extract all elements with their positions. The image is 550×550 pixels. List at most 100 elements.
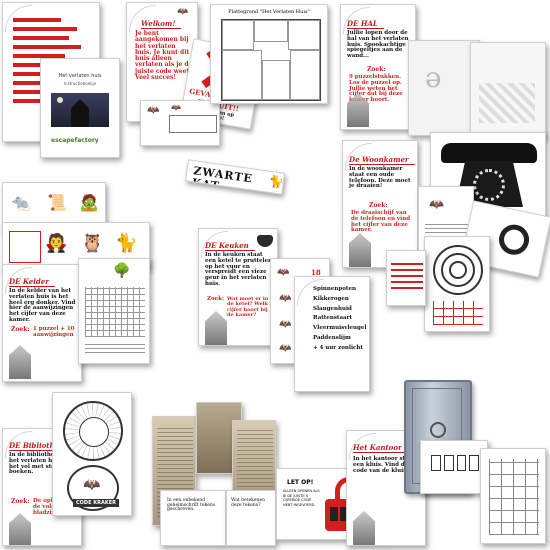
woonkamer-zoek-text: De draaischijf van de telefoon en vind h… (351, 210, 411, 234)
vampire-icon: 🧛 (45, 233, 68, 254)
keuken-body: In de keuken staat een ketel te pruttele… (205, 252, 273, 287)
haunted-house-image (51, 93, 109, 127)
ingredient-item: Rattenstaart (313, 315, 353, 322)
puzzle-lines (85, 341, 145, 356)
bibliotheek-title: DE Bibliotheek (9, 441, 75, 451)
bat-icon: 🦇 (429, 197, 444, 211)
floorplan (221, 19, 321, 101)
kelder-zoek-label: Zoek: (11, 326, 30, 333)
woonkamer-body: In de woonkamer staat een oude telefoon.… (349, 166, 411, 190)
hal-title: DE HAL (347, 19, 384, 29)
bat-icon: 🦇 (147, 105, 160, 116)
code-kraker-label: CODE KRAKER (73, 499, 119, 507)
ingredient-footer: + 4 uur zonlicht (313, 344, 363, 351)
house-icon (205, 311, 227, 345)
bibliotheek-zoek-label: Zoek: (11, 498, 30, 505)
kelder-card: DE Kelder In de kelder van het verlaten … (2, 264, 82, 382)
bat-icon: 🦇 (279, 319, 292, 330)
rotary-dial-icon (496, 221, 532, 258)
woonkamer-card: De Woonkamer In de woonkamer staat een o… (342, 140, 418, 268)
house-icon (9, 345, 31, 379)
sign-box (169, 115, 217, 133)
puzzle-pattern (479, 83, 535, 123)
keuken-zoek-label: Zoek: (207, 296, 225, 302)
welkom-body: Je bent aangekomen bij het verlaten huis… (135, 30, 193, 82)
bat-icon: 🦇 (83, 477, 101, 493)
house-icon (9, 513, 31, 545)
kelder-body: In de kelder van het verlaten huis is he… (9, 288, 76, 323)
zombie-icon: 🧟 (79, 193, 99, 212)
book-page-left-text: In een onbekend geheimschrift tekens ges… (167, 498, 216, 513)
woonkamer-hint-sheet (386, 250, 426, 306)
room (290, 50, 320, 100)
word-grid (85, 287, 145, 337)
bat-icon: 🦇 (177, 7, 189, 17)
cauldron-icon (257, 235, 273, 247)
ingredient-item: Slangenhuid (313, 305, 352, 312)
room (262, 60, 290, 100)
ingredient-item: Paddenslijm (313, 334, 351, 341)
sum-result-1: 18 (311, 268, 321, 277)
cover-title: Het verlaten huis (58, 73, 102, 79)
keuken-card: DE Keuken In de keuken staat een ketel t… (198, 228, 278, 346)
book-text-lines (237, 429, 273, 499)
cat-icon: 🐈 (115, 233, 138, 254)
code-boxes (431, 455, 479, 471)
scroll-icon: 📜 (47, 193, 67, 212)
let-op-body: ALLEEN OPENEN ALS JE DE JUISTE 4 CIJFERI… (283, 489, 320, 507)
house-icon (349, 233, 371, 267)
let-op-heading: LET OP! (287, 479, 314, 486)
ingredient-item: Spinnenpoten (313, 286, 356, 292)
keypad-card (480, 448, 546, 544)
hal-body: Jullie lopen door de hal van het verlate… (347, 30, 409, 60)
code-wheel-icon (63, 401, 123, 461)
brand-logo-text: escapefactory (51, 137, 99, 144)
keypad-grid (489, 459, 539, 535)
kantoor-title: Het Kantoor (353, 443, 408, 453)
zwarte-kat-banner: ZWARTE KAT 🐈 (184, 159, 286, 195)
hal-card: DE HAL Jullie lopen door de hal van het … (340, 4, 416, 130)
ingredient-item: Vleermuisvleugel (313, 325, 367, 332)
owl-icon: 🦉 (81, 233, 104, 254)
ingredient-list: Spinnenpoten Kikkerogen Slangenhuid Ratt… (313, 286, 369, 351)
house-icon (353, 511, 375, 545)
book-page-right-text: Wat betekenen deze tekens? (231, 498, 266, 508)
plattegrond-card: Plattegrond "Het Verlaten Huis" (210, 4, 328, 104)
kantoor-body: In het kantoor staat een kluis. Vind de … (353, 456, 415, 474)
cat-icon: 🐈 (267, 173, 285, 190)
maze-icon (433, 245, 483, 295)
bat-icon: 🦇 (279, 343, 292, 354)
book-page-left: In een onbekend geheimschrift tekens ges… (160, 490, 226, 546)
keuken-zoek-text: Wat moet er in de ketel? Welk cijfer hoo… (227, 296, 269, 318)
kelder-zoek-text: 1 puzzel + 10 aanwijzingen (33, 326, 75, 338)
room (288, 20, 320, 50)
book-page-right: Wat betekenen deze tekens? (226, 490, 276, 546)
kelder-title: DE Kelder (9, 277, 55, 287)
cover-subtitle: Instructieboekje (63, 81, 97, 86)
hint-lines (391, 259, 423, 289)
brand-logo: escapefactory (51, 137, 99, 144)
room (222, 50, 262, 100)
house-icon (347, 93, 369, 127)
mirror-letter-art: ə (425, 61, 442, 94)
room (254, 20, 288, 42)
hal-zoek-text: 9 puzzelstukken. Los de puzzel op. Julli… (349, 74, 403, 104)
code-wheel-lower: 🦇 (67, 465, 119, 511)
safe-code-card (420, 440, 488, 494)
room (222, 20, 254, 50)
red-box (9, 231, 41, 263)
plattegrond-title: Plattegrond "Het Verlaten Huis" (228, 9, 310, 15)
ingredient-item: Kikkerogen (313, 295, 349, 302)
kelder-puzzle-card: 🌳 (78, 258, 150, 364)
ingredienten-card: Spinnenpoten Kikkerogen Slangenhuid Ratt… (294, 276, 370, 392)
woonkamer-zoek-label: Zoek: (369, 202, 388, 209)
woonkamer-title: De Woonkamer (349, 155, 415, 165)
hal-puzzle-sheet-2 (470, 42, 546, 138)
bat-icon: 🦇 (279, 293, 292, 304)
rat-icon: 🐀 (11, 193, 31, 212)
tree-icon: 🌳 (113, 263, 131, 279)
bats-sign-card: 🦇 🦇 (140, 100, 220, 146)
bibliotheek-body: In de bibliotheek van het verlaten huis … (9, 452, 75, 476)
code-wheel-card: 🦇 CODE KRAKER (52, 392, 132, 516)
cover-booklet-card: Het verlaten huis Instructieboekje escap… (40, 58, 120, 158)
